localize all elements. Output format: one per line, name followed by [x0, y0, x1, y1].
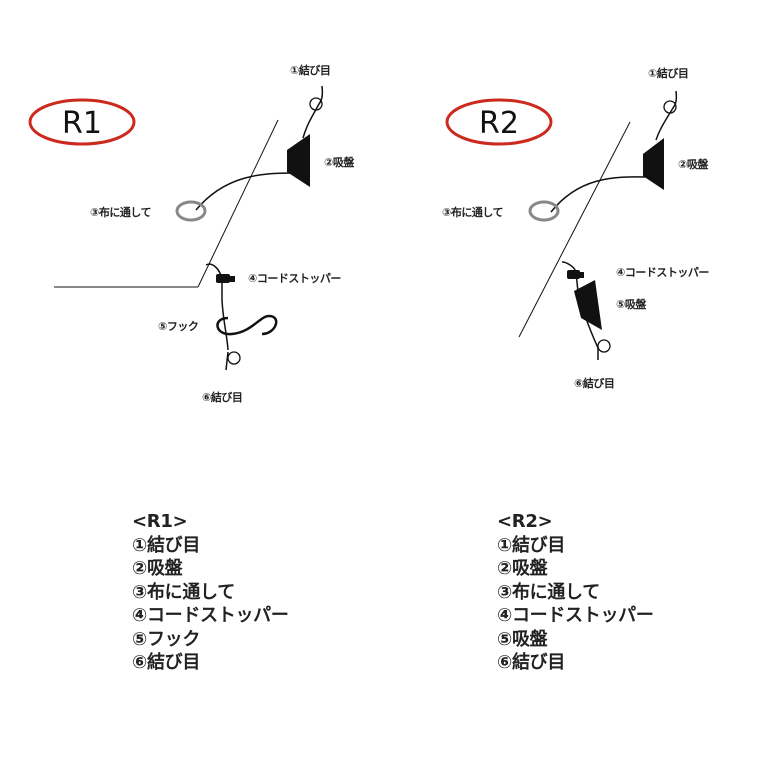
r1-legend-item: ③布に通して: [132, 581, 235, 603]
r1-badge-oval: [28, 98, 136, 146]
r2-label-knot-bottom: ⑥結び目: [574, 376, 614, 390]
r2-legend-item: ②吸盤: [497, 558, 548, 579]
r1-cord-end: [225, 351, 229, 371]
r1-window-edge: [197, 119, 279, 288]
r2-legend-item: ①結び目: [497, 534, 566, 556]
r2-label-cord-stopper: ④コードストッパー: [616, 266, 709, 279]
r1-legend-item: ①結び目: [132, 534, 201, 556]
r2-badge-oval: [445, 98, 553, 146]
r1-badge-text: R1: [62, 106, 102, 141]
r2-cord-to-ring: [550, 176, 649, 213]
r1-legend-item: ⑤フック: [132, 628, 201, 650]
r2-legend-item: ⑥結び目: [497, 652, 566, 673]
r2-cord-to-stopper: [561, 261, 599, 349]
r1-cord-to-stopper: [205, 263, 229, 351]
r2-legend-title: <R2>: [497, 511, 553, 532]
r2-suction-cup: [643, 138, 664, 190]
r1-legend-item: ②吸盤: [132, 558, 183, 579]
r1-label-cord-stopper: ④コードストッパー: [248, 272, 341, 285]
r1-legend-item: ④コードストッパー: [132, 605, 289, 626]
r2-diagram: R2 ①結び目 ②吸盤 ③布に通して ④コードストッパー: [442, 66, 710, 390]
r2-legend-item: ⑤吸盤: [497, 628, 548, 650]
r2-suction-cup-bottom: [574, 280, 602, 330]
r2-legend: <R2> ①結び目 ②吸盤 ③布に通して ④コードストッパー ⑤吸盤 ⑥結び目: [497, 510, 654, 675]
r2-bottom-knot: [597, 339, 611, 353]
r2-label-suction: ②吸盤: [678, 157, 709, 171]
r2-cord-stopper: [567, 270, 580, 279]
r1-cord-to-ring: [195, 172, 294, 211]
r1-label-suction: ②吸盤: [324, 155, 355, 169]
r1-cord-top: [302, 85, 324, 139]
r1-label-hook: ⑤フック: [158, 320, 198, 333]
r1-label-knot-bottom: ⑥結び目: [202, 390, 242, 404]
r2-cord-stopper-tab: [580, 272, 584, 278]
r2-badge-text: R2: [479, 106, 519, 141]
r2-label-suction-bottom: ⑤吸盤: [616, 297, 647, 311]
r2-label-knot-top: ①結び目: [648, 66, 688, 80]
r1-legend-title: <R1>: [132, 511, 188, 532]
r1-ring: [175, 200, 207, 222]
r1-bottom-knot: [227, 351, 241, 365]
r1-hook: [216, 314, 278, 336]
r1-diagram: R1 ①結び目 ②吸盤 ③布に通して ④コ: [28, 63, 356, 404]
r1-suction-cup: [287, 134, 310, 187]
r2-ring: [528, 200, 560, 222]
r2-legend-item: ③布に通して: [497, 581, 600, 603]
r2-label-through-cloth: ③布に通して: [442, 205, 503, 219]
r1-legend-item: ⑥結び目: [132, 652, 201, 673]
r1-legend: <R1> ①結び目 ②吸盤 ③布に通して ④コードストッパー ⑤フック ⑥結び目: [132, 510, 289, 675]
r2-legend-item: ④コードストッパー: [497, 605, 654, 626]
r1-label-through-cloth: ③布に通して: [90, 205, 151, 219]
r2-cord-top: [655, 90, 678, 141]
r1-cord-stopper-tab: [230, 276, 235, 282]
r1-cord-stopper: [216, 274, 230, 283]
r1-label-knot-top: ①結び目: [290, 63, 330, 77]
r2-window-edge: [518, 121, 631, 338]
